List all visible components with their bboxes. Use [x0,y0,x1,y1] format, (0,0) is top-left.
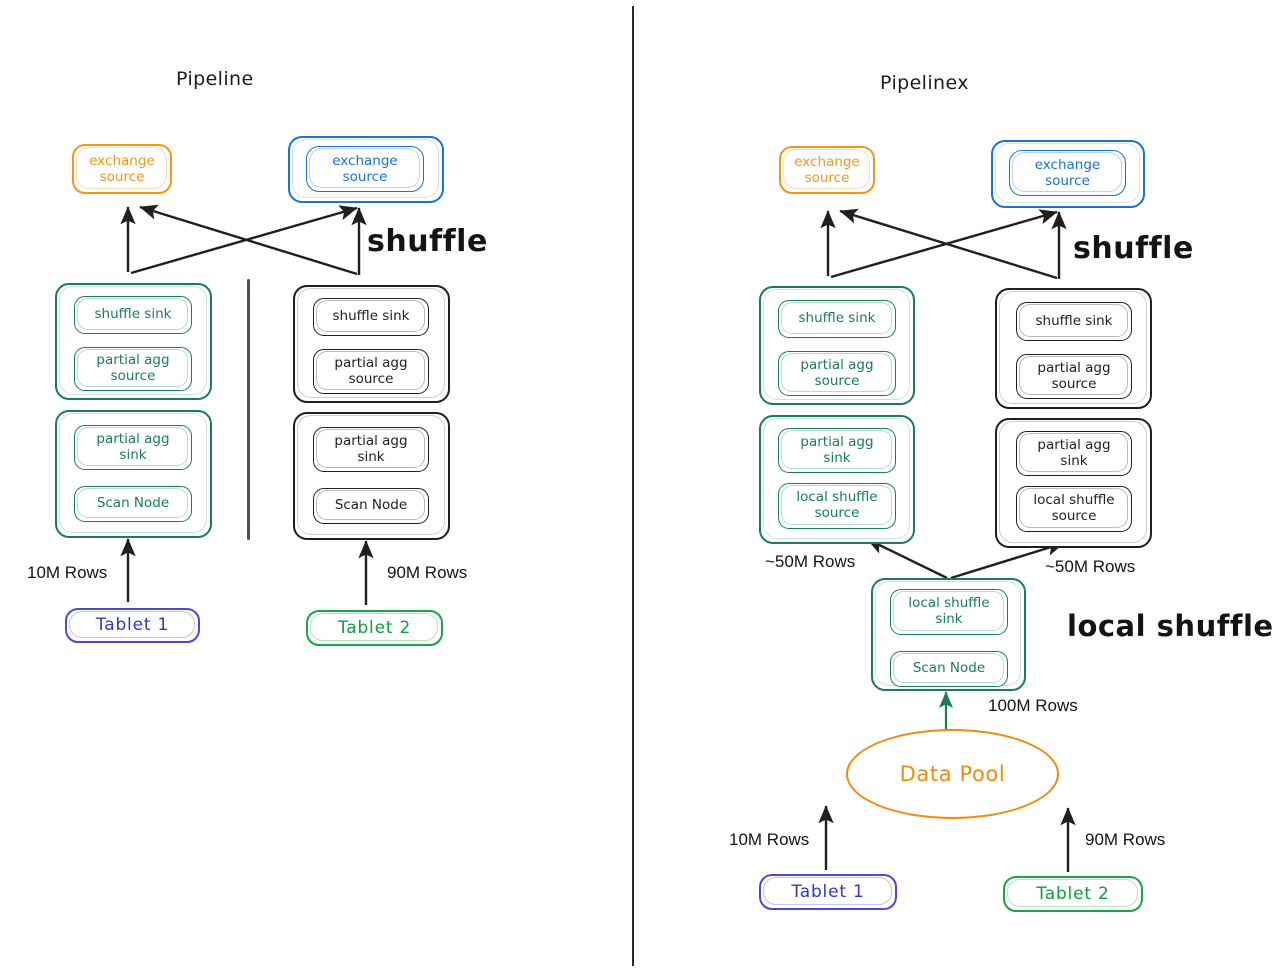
operator-partial-agg-source-black-left[interactable]: partial agg source [313,349,429,394]
operator-shuffle-sink-green-left[interactable]: shuffle sink [74,296,192,334]
panel-separator [632,6,634,966]
pipeline-panel-left: Pipeline shuffle exchange source exchang… [0,0,633,972]
operator-label: partial agg source [96,352,170,384]
exchange-source-orange-left[interactable]: exchange source [72,144,172,194]
rows-label-90m-left: 90M Rows [387,563,468,582]
tablet-2-left[interactable]: Tablet 2 [306,610,443,646]
exchange-source-blue-left[interactable]: exchange source [306,146,424,192]
rows-label-100m-right: 100M Rows [988,696,1078,715]
tablet-2-right[interactable]: Tablet 2 [1003,876,1143,912]
operator-scan-node-green-left[interactable]: Scan Node [74,486,192,522]
operator-label: local shuffle source [796,489,878,521]
operator-label: partial agg sink [800,433,874,466]
rows-label-10m-right: 10M Rows [729,830,810,849]
shuffle-label-right: shuffle [1073,231,1194,266]
exchange-source-blue-right[interactable]: exchange source [1009,150,1126,196]
operator-label: partial agg source [800,356,874,389]
data-pool-node[interactable]: Data Pool [846,729,1059,819]
operator-scan-node-right[interactable]: Scan Node [890,651,1008,687]
page-title-left: Pipeline [176,68,254,90]
local-shuffle-label-right: local shuffle [1067,609,1274,643]
rows-label-50m-left-right: ~50M Rows [765,552,856,571]
operator-label: local shuffle sink [908,595,990,627]
operator-shuffle-sink-black-left[interactable]: shuffle sink [313,298,429,336]
operator-label: partial agg sink [96,430,170,463]
rows-label-90m-right: 90M Rows [1085,830,1166,849]
tablet-1-left[interactable]: Tablet 1 [65,608,200,643]
operator-partial-agg-sink-black-left[interactable]: partial agg sink [313,427,429,472]
rows-label-10m-left: 10M Rows [27,563,108,582]
operator-partial-agg-source-green-left[interactable]: partial agg source [74,347,192,391]
operator-scan-node-black-left[interactable]: Scan Node [313,488,429,524]
exchange-source-text: exchange source [89,152,155,185]
exchange-source-text: exchange source [794,153,860,186]
operator-label: partial agg source [1037,359,1111,392]
exchange-source-text: exchange source [1034,156,1101,189]
operator-partial-agg-source-black-right[interactable]: partial agg source [1016,354,1132,399]
operator-shuffle-sink-green-right[interactable]: shuffle sink [778,300,896,338]
operator-partial-agg-sink-green-left[interactable]: partial agg sink [74,425,192,470]
operator-label: partial agg source [334,354,408,387]
operator-local-shuffle-source-black-right[interactable]: local shuffle source [1016,486,1132,532]
operator-local-shuffle-sink-right[interactable]: local shuffle sink [890,589,1008,635]
operator-label: local shuffle source [1033,492,1115,524]
operator-partial-agg-sink-green-right[interactable]: partial agg sink [778,428,896,473]
page-title-right: Pipelinex [880,72,969,94]
exchange-source-orange-right[interactable]: exchange source [779,146,875,194]
operator-partial-agg-sink-black-right[interactable]: partial agg sink [1016,431,1132,476]
tablet-1-right[interactable]: Tablet 1 [759,874,897,910]
operator-partial-agg-source-green-right[interactable]: partial agg source [778,351,896,396]
pipelinex-panel-right: Pipelinex shuffle local shuffle exchange… [633,0,1280,972]
operator-label: partial agg sink [334,432,408,465]
operator-shuffle-sink-black-right[interactable]: shuffle sink [1016,302,1132,341]
shuffle-label-left: shuffle [367,224,488,259]
operator-local-shuffle-source-green-right[interactable]: local shuffle source [778,483,896,529]
rows-label-50m-right-right: ~50M Rows [1045,557,1136,576]
pipeline-divider-left [247,279,250,540]
exchange-source-text: exchange source [332,152,398,185]
operator-label: partial agg sink [1037,436,1111,469]
